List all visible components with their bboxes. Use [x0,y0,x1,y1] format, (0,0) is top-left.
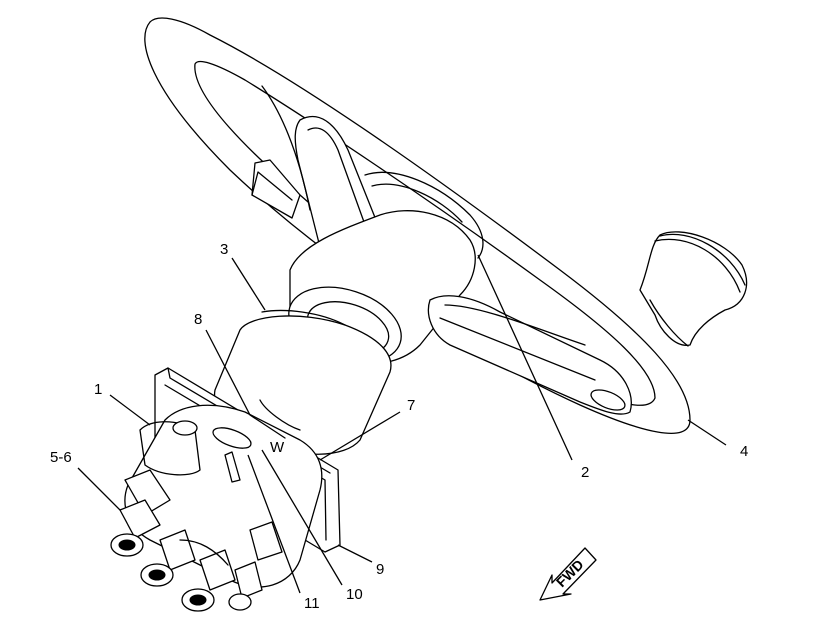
svg-text:W: W [270,439,285,456]
spinner-knob [639,231,748,347]
callout-1: 1 [94,381,102,398]
callout-9: 9 [376,561,384,578]
callout-2: 2 [581,464,589,481]
callout-8: 8 [194,311,202,328]
callout-10: 10 [346,586,363,603]
forward-arrow-icon: FWD [539,547,597,601]
callout-7: 7 [407,397,415,414]
leader-lines [77,254,727,594]
callout-11: 11 [304,595,320,612]
callout-4: 4 [740,443,748,460]
callout-5-6: 5-6 [50,449,72,466]
lower-spoke [427,295,632,415]
callout-3: 3 [220,241,228,258]
hydraulic-fittings [110,469,283,612]
